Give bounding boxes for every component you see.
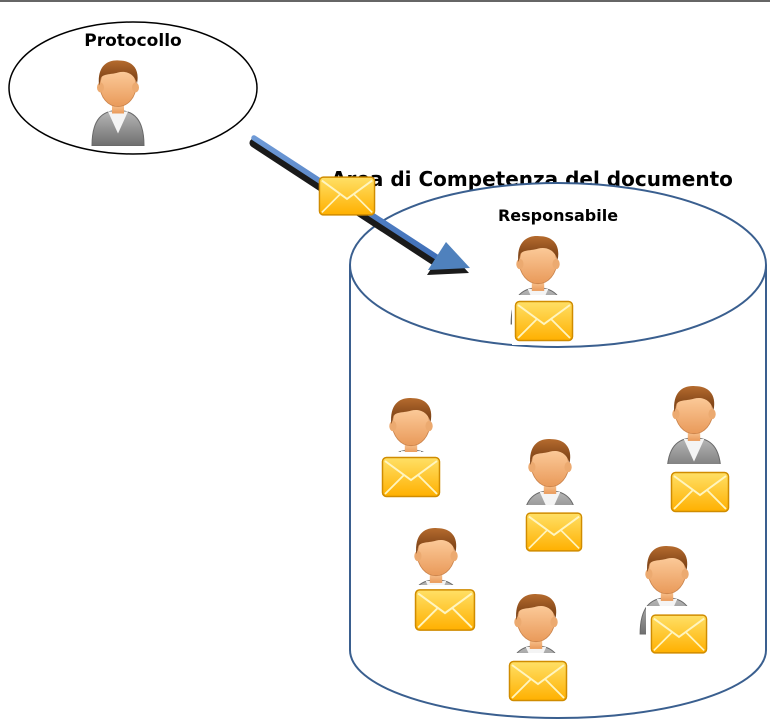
envelope-icon <box>670 471 730 513</box>
team-member <box>522 438 586 557</box>
team-member <box>639 545 712 658</box>
team-member <box>378 397 444 502</box>
envelope-icon <box>381 456 441 498</box>
envelope-icon <box>525 512 583 552</box>
responsible-label: Responsabile <box>498 206 618 225</box>
team-member <box>664 385 732 516</box>
team-member <box>504 593 572 705</box>
protocol-label: Protocollo <box>84 31 181 51</box>
envelope-icon <box>650 614 708 654</box>
team-member <box>408 527 480 637</box>
envelope-icon <box>318 176 376 216</box>
protocol-node: Protocollo <box>8 21 258 155</box>
envelope-icon <box>414 588 476 632</box>
envelope-icon <box>514 300 574 342</box>
envelope-icon <box>508 660 568 702</box>
responsible-person <box>510 235 576 345</box>
